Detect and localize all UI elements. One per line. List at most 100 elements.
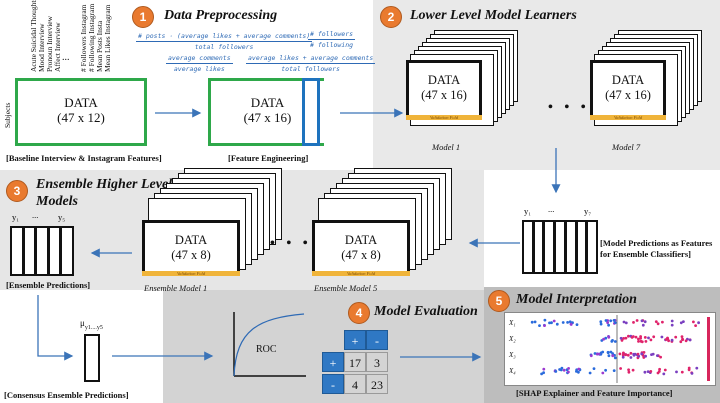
shap-point (604, 368, 607, 372)
consensus-caption: [Consensus Ensemble Predictions] (4, 390, 129, 400)
shap-point (643, 370, 647, 374)
shap-point (635, 319, 639, 322)
ensemble-5-caption: Ensemble Model 5 (314, 283, 378, 293)
formula-engagement: # posts · (average likes + average comme… (136, 32, 313, 51)
ens-y-first: y₁ (12, 212, 20, 222)
shap-point (599, 320, 603, 324)
step-4-badge: 4 (348, 302, 370, 324)
shap-point (690, 372, 694, 375)
shap-point (632, 321, 635, 324)
step-2-badge: 2 (380, 6, 402, 28)
shap-point (656, 371, 660, 375)
shap-point (602, 337, 605, 341)
shap-point (688, 338, 692, 342)
shap-point (639, 339, 643, 343)
pred-y-last: y₇ (584, 206, 592, 216)
cm-header-plus: + (344, 330, 366, 350)
ensemble-ellipsis: • • • (270, 236, 312, 251)
cm-row-minus: - (322, 374, 344, 394)
shap-point (643, 336, 647, 339)
cm-row-plus: + (322, 352, 344, 372)
shap-point (618, 352, 622, 356)
shap-point (680, 335, 684, 338)
shap-point (561, 321, 565, 324)
formula-numerator: # posts · (average likes + average comme… (136, 32, 313, 42)
shap-point (637, 337, 640, 341)
shap-point (554, 370, 558, 373)
data-dims: (47 x 8) (341, 248, 381, 262)
shap-point (680, 370, 684, 374)
shap-point (661, 320, 664, 324)
shap-point (670, 338, 674, 342)
feature-header-ellipsis: ... (62, 52, 70, 63)
shap-point (663, 368, 667, 372)
confusion-matrix: + - + 17 3 - 4 23 (320, 330, 392, 396)
shap-point (613, 340, 617, 343)
shap-point (538, 324, 541, 327)
models-ellipsis: • • • (548, 100, 590, 115)
shap-point (681, 338, 685, 341)
data-dims: (47 x 16) (243, 110, 292, 125)
data-label: DATA (250, 95, 285, 110)
shap-point (624, 353, 628, 357)
shap-point (662, 372, 666, 376)
shap-point (533, 320, 537, 324)
shap-point (694, 324, 697, 327)
shap-point (607, 354, 611, 358)
model-7-data-card: DATA (47 x 16) Validation Fold (590, 60, 666, 120)
shap-point (674, 335, 678, 339)
shap-point (652, 335, 656, 339)
data-dims: (47 x 12) (57, 110, 105, 125)
shap-point (599, 322, 603, 326)
shap-point (622, 337, 625, 340)
baseline-data-box: DATA (47 x 12) (15, 78, 147, 146)
shap-point (654, 320, 658, 323)
shap-point (604, 336, 608, 340)
validation-fold: Validation Fold (590, 115, 666, 120)
shap-point (624, 336, 628, 340)
consensus-vector (84, 334, 100, 382)
ensemble-model-1-stack: DATA (47 x 8) Validation Fold (142, 168, 282, 280)
ensemble-model-5-stack: DATA (47 x 8) Validation Fold (312, 168, 452, 280)
step-3-title: Ensemble Higher Level Models (36, 177, 173, 209)
shap-point (559, 368, 563, 372)
shap-point (642, 351, 646, 354)
shap-point (604, 319, 608, 322)
consensus-subscript: y1....y5 (84, 324, 103, 331)
shap-plot: X₁ X₂ X₃ X₄ (504, 312, 716, 386)
shap-colorbar (707, 317, 710, 381)
formula-denominator: total followers (281, 65, 340, 73)
shap-point (552, 319, 556, 323)
shap-point (575, 370, 578, 373)
data-label: DATA (344, 233, 378, 247)
data-label: DATA (64, 95, 98, 110)
step-5-badge: 5 (488, 290, 510, 312)
formula-numerator: average comments (166, 54, 233, 64)
shap-point (542, 367, 546, 371)
prediction-features-matrix (522, 220, 598, 274)
shap-point (627, 370, 631, 374)
shap-point (687, 366, 691, 370)
cm-false-negative: 3 (366, 352, 388, 372)
shap-row-label: X₄ (509, 367, 516, 375)
cm-true-positive: 17 (344, 352, 366, 372)
shap-point (543, 324, 546, 327)
shap-point (670, 323, 674, 327)
baseline-caption: [Baseline Interview & Instagram Features… (6, 153, 162, 163)
cm-header-minus: - (366, 330, 388, 350)
shap-point (646, 370, 650, 373)
shap-point (624, 321, 628, 325)
shap-point (656, 354, 659, 357)
shap-point (593, 352, 597, 355)
formula-numerator: average likes + average comments (246, 54, 376, 64)
shap-point (609, 350, 613, 354)
model-1-stack: DATA (47 x 16) Validation Fold (406, 30, 546, 138)
roc-curve (233, 312, 306, 377)
shap-beeswarm (530, 315, 710, 383)
shap-point (599, 351, 603, 355)
pred-y-ellipsis: ... (548, 204, 555, 214)
shap-point (647, 336, 650, 340)
cm-true-negative: 23 (366, 374, 388, 394)
shap-point (562, 368, 566, 372)
shap-point (664, 338, 668, 341)
